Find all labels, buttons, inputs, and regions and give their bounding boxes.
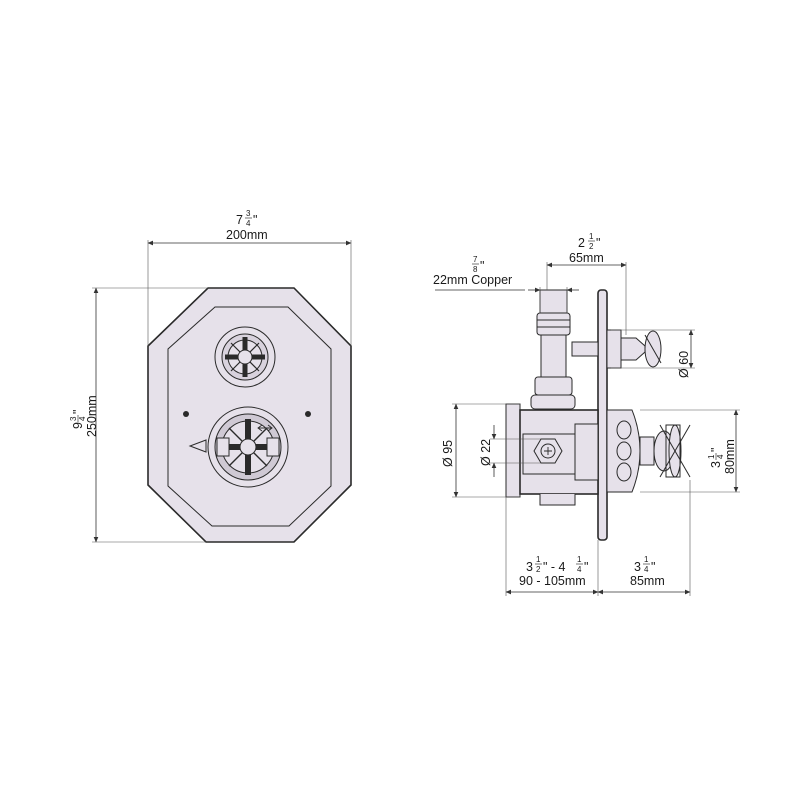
width-inch-num: 3 <box>246 209 251 218</box>
offset-inch-mark: " <box>596 236 600 250</box>
width-inch-mark: " <box>253 213 257 227</box>
handle-height-inch-den: 4 <box>716 454 725 459</box>
handle-height-inch-num: 1 <box>707 454 716 459</box>
thermostatic-handle <box>188 406 289 488</box>
projection-inch-mark: " <box>651 560 655 574</box>
offset-inch-whole: 2 <box>578 236 585 250</box>
width-inch-den: 4 <box>246 219 251 228</box>
height-metric: 250mm <box>85 395 99 437</box>
height-inch-num: 3 <box>69 416 78 421</box>
projection-metric: 85mm <box>630 574 665 588</box>
depth-b-den: 4 <box>577 565 582 574</box>
valve-body <box>505 403 599 506</box>
projection-inch-den: 4 <box>644 565 649 574</box>
handle-height-inch-mark: " <box>709 448 723 452</box>
projection-inch-whole: 3 <box>634 560 641 574</box>
depth-a-num: 1 <box>536 555 541 564</box>
depth-separator: " - 4 <box>543 560 566 574</box>
depth-b-num: 1 <box>577 555 582 564</box>
front-view: 7 3 4 " 200mm 9 3 4 " 250mm <box>69 209 352 543</box>
depth-a-whole: 3 <box>526 560 533 574</box>
diverter-knob <box>214 326 276 388</box>
handle-height-metric: 80mm <box>723 439 737 474</box>
screw-left <box>183 411 189 417</box>
outlet-pipe <box>530 289 576 410</box>
depth-inch-mark: " <box>584 560 588 574</box>
height-inch-den: 4 <box>78 416 87 421</box>
side-wall-plate <box>597 289 608 541</box>
offset-inch-num: 1 <box>589 232 594 241</box>
depth-metric: 90 - 105mm <box>519 574 586 588</box>
small-handle-diameter: Ø 60 <box>677 351 691 378</box>
width-inch-whole: 7 <box>236 213 243 227</box>
pipe-inch-num: 7 <box>473 255 478 264</box>
screw-right <box>305 411 311 417</box>
side-thermostatic-handle <box>606 409 691 493</box>
pipe-label: 22mm Copper <box>433 273 512 287</box>
width-metric: 200mm <box>226 228 268 242</box>
depth-a-den: 2 <box>536 565 541 574</box>
height-inch-mark: " <box>71 410 85 414</box>
offset-metric: 65mm <box>569 251 604 265</box>
pipe-inch-den: 8 <box>473 265 478 274</box>
handle-height-inch-whole: 3 <box>709 461 723 468</box>
body-diameter: Ø 95 <box>441 440 455 467</box>
side-view: 2 1 2 " 65mm 7 8 " 22mm Copper Ø 60 Ø 95… <box>433 232 740 596</box>
pipe-inch-mark: " <box>480 259 484 273</box>
projection-inch-num: 1 <box>644 555 649 564</box>
inlet-diameter: Ø 22 <box>479 439 493 466</box>
height-inch-whole: 9 <box>71 422 85 429</box>
side-diverter <box>571 329 662 369</box>
offset-inch-den: 2 <box>589 242 594 251</box>
